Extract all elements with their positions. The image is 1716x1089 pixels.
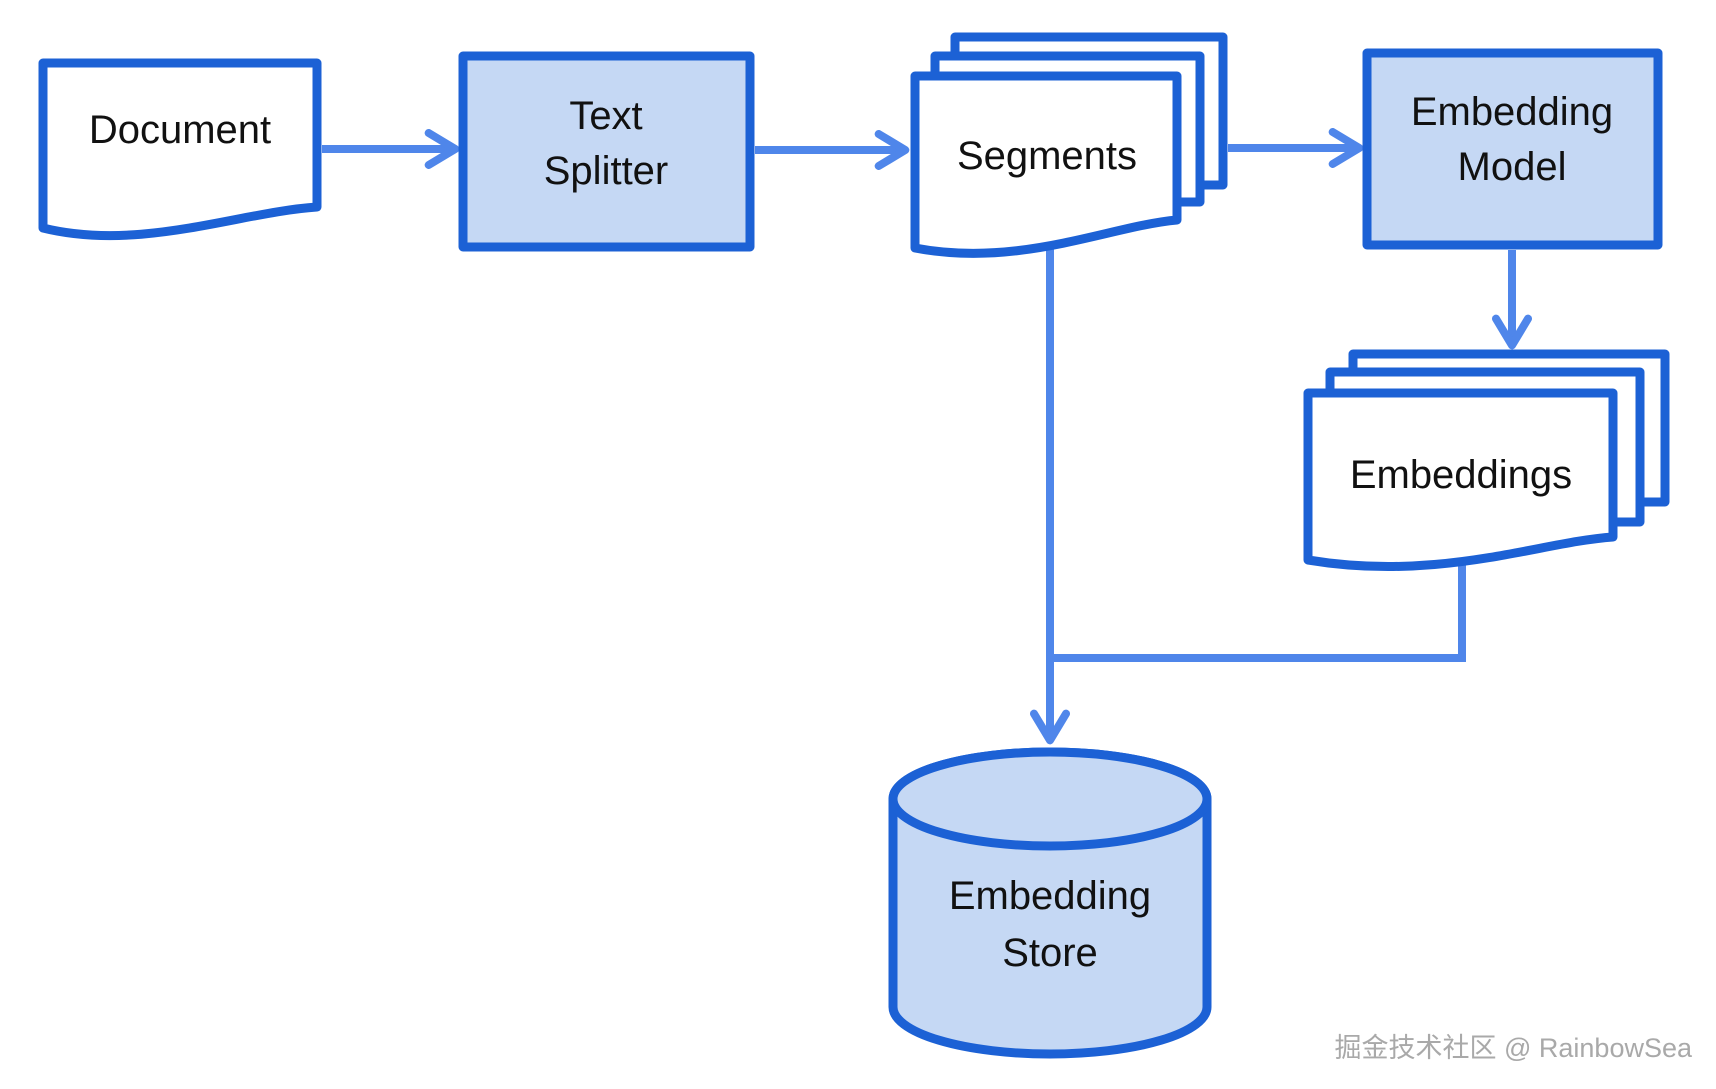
node-segments: Segments bbox=[910, 32, 1228, 258]
embedding-store-cylinder-top bbox=[888, 747, 1212, 851]
document-label: Document bbox=[89, 108, 271, 152]
connector-embeddings-to-store bbox=[1054, 552, 1466, 662]
embedding-model-label-line1: Embedding bbox=[1411, 90, 1613, 134]
embedding-model-box bbox=[1362, 48, 1663, 250]
embedding-store-label-line1: Embedding bbox=[949, 874, 1151, 918]
text-splitter-box bbox=[458, 51, 755, 252]
embedding-store-label-line2: Store bbox=[1002, 931, 1098, 975]
node-document: Document bbox=[38, 58, 322, 241]
document-shape bbox=[38, 58, 322, 241]
embeddings-front-sheet bbox=[1303, 388, 1618, 572]
embedding-model-label-line2: Model bbox=[1458, 145, 1567, 189]
connectors bbox=[322, 128, 1532, 745]
text-splitter-label-line2: Splitter bbox=[544, 149, 669, 193]
watermark-shadow: 掘金技术社区 @ RainbowSea bbox=[1336, 1035, 1694, 1065]
node-embedding-store: Embedding Store bbox=[888, 747, 1212, 1059]
node-text-splitter: Text Splitter bbox=[458, 51, 755, 252]
embeddings-label: Embeddings bbox=[1350, 453, 1572, 497]
text-splitter-label-line1: Text bbox=[569, 94, 642, 138]
watermark: 掘金技术社区 @ RainbowSea bbox=[1334, 1033, 1692, 1063]
node-embeddings: Embeddings bbox=[1303, 349, 1670, 572]
segments-front-sheet bbox=[910, 71, 1182, 258]
node-embedding-model: Embedding Model bbox=[1362, 48, 1663, 250]
segments-label: Segments bbox=[957, 134, 1137, 178]
